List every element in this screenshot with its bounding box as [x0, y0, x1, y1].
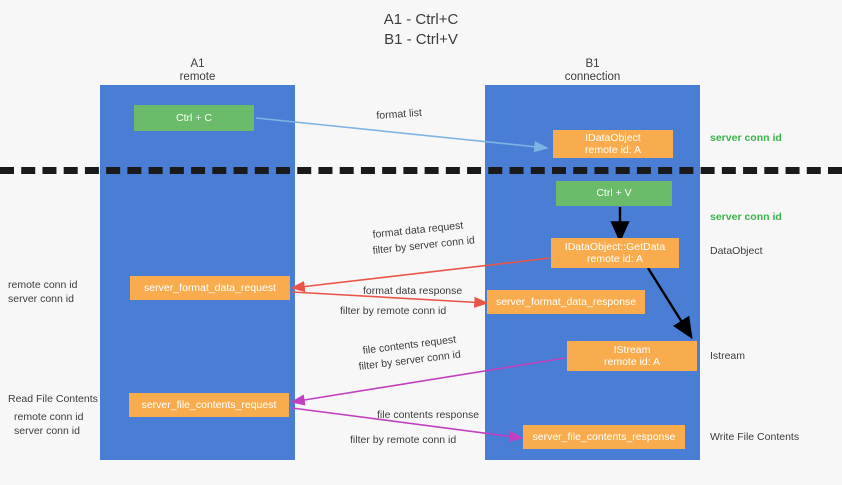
edge-format-list	[255, 117, 549, 153]
box-server-file-contents-request-label: server_file_contents_request	[141, 398, 277, 411]
box-getdata-title: IDataObject::GetData	[564, 240, 666, 253]
left-label-conn-ids-1: remote conn id server conn id	[8, 278, 77, 306]
box-getdata[interactable]: IDataObject::GetData remote id: A	[551, 238, 679, 268]
label-format-data-response-text: format data response	[363, 285, 463, 297]
lane-header-a1-subtitle: remote	[179, 71, 216, 83]
box-server-format-data-response[interactable]: server_format_data_response	[487, 290, 645, 314]
edge-getdata-to-istream	[646, 267, 693, 340]
filter-prefix-4: filter by	[350, 434, 384, 446]
box-idataobject-remote-id: remote id: A	[584, 144, 642, 156]
left-label-server-conn-id-1: server conn id	[8, 293, 74, 305]
box-server-format-data-response-label: server_format_data_response	[495, 295, 637, 308]
left-label-conn-ids-2: remote conn id server conn id	[14, 410, 83, 438]
edge-file-contents-response	[291, 407, 524, 442]
label-file-contents-response-text: file contents response	[377, 409, 480, 421]
phase-divider	[0, 167, 842, 174]
filter-prefix: filter by	[372, 241, 407, 257]
box-istream-remote-id: remote id: A	[603, 356, 661, 368]
edge-file-contents-request	[290, 357, 566, 406]
box-server-file-contents-request[interactable]: server_file_contents_request	[129, 393, 289, 417]
label-filter-remote-conn-id-1: filter by remote conn id	[340, 305, 446, 318]
title-line-1: A1 - Ctrl+C	[383, 11, 459, 28]
label-format-list-text: format list	[376, 106, 423, 122]
box-server-format-data-request[interactable]: server_format_data_request	[130, 276, 290, 300]
lane-header-b1: B1 connection	[485, 58, 700, 84]
lane-header-b1-name: B1	[585, 58, 600, 70]
label-dataobject: DataObject	[710, 245, 763, 257]
box-ctrl-c-label: Ctrl + C	[176, 111, 212, 124]
label-format-data-response: format data response	[363, 285, 462, 298]
label-write-file-contents: Write File Contents	[710, 431, 800, 443]
lane-header-a1-name: A1	[190, 58, 205, 70]
left-label-server-conn-id-2: server conn id	[14, 425, 80, 437]
lane-header-b1-subtitle: connection	[564, 71, 621, 83]
label-server-conn-id-top: server conn id	[710, 132, 782, 144]
box-server-file-contents-response[interactable]: server_file_contents_response	[523, 425, 685, 449]
left-label-read-file-contents: Read File Contents	[8, 393, 98, 405]
edge-format-data-response	[291, 291, 489, 308]
label-filter-remote-conn-id-2: filter by remote conn id	[350, 434, 456, 447]
box-ctrl-c[interactable]: Ctrl + C	[134, 105, 254, 131]
filter-prefix-2: filter by	[340, 305, 374, 317]
box-idataobject[interactable]: IDataObject remote id: A	[553, 130, 673, 158]
filter-remote-conn-id: remote conn id	[376, 305, 447, 317]
filter-remote-conn-id-2: remote conn id	[386, 434, 457, 446]
label-istream: Istream	[710, 350, 746, 362]
title-line-2: B1 - Ctrl+V	[384, 31, 458, 48]
label-file-contents-response: file contents response	[377, 409, 479, 422]
box-ctrl-v[interactable]: Ctrl + V	[556, 181, 672, 206]
left-label-remote-conn-id-1: remote conn id	[8, 279, 78, 291]
box-getdata-remote-id: remote id: A	[586, 253, 644, 265]
edge-format-data-request	[290, 257, 551, 293]
page-title: A1 - Ctrl+C B1 - Ctrl+V	[0, 10, 842, 50]
box-istream[interactable]: IStream remote id: A	[567, 341, 697, 371]
box-server-format-data-request-label: server_format_data_request	[144, 281, 276, 294]
box-server-file-contents-response-label: server_file_contents_response	[532, 430, 676, 443]
box-ctrl-v-label: Ctrl + V	[596, 187, 632, 200]
lane-header-a1: A1 remote	[100, 58, 295, 84]
left-label-remote-conn-id-2: remote conn id	[14, 411, 84, 423]
box-idataobject-title: IDataObject	[585, 131, 641, 144]
label-server-conn-id-mid: server conn id	[710, 211, 782, 223]
box-istream-title: IStream	[613, 343, 651, 356]
